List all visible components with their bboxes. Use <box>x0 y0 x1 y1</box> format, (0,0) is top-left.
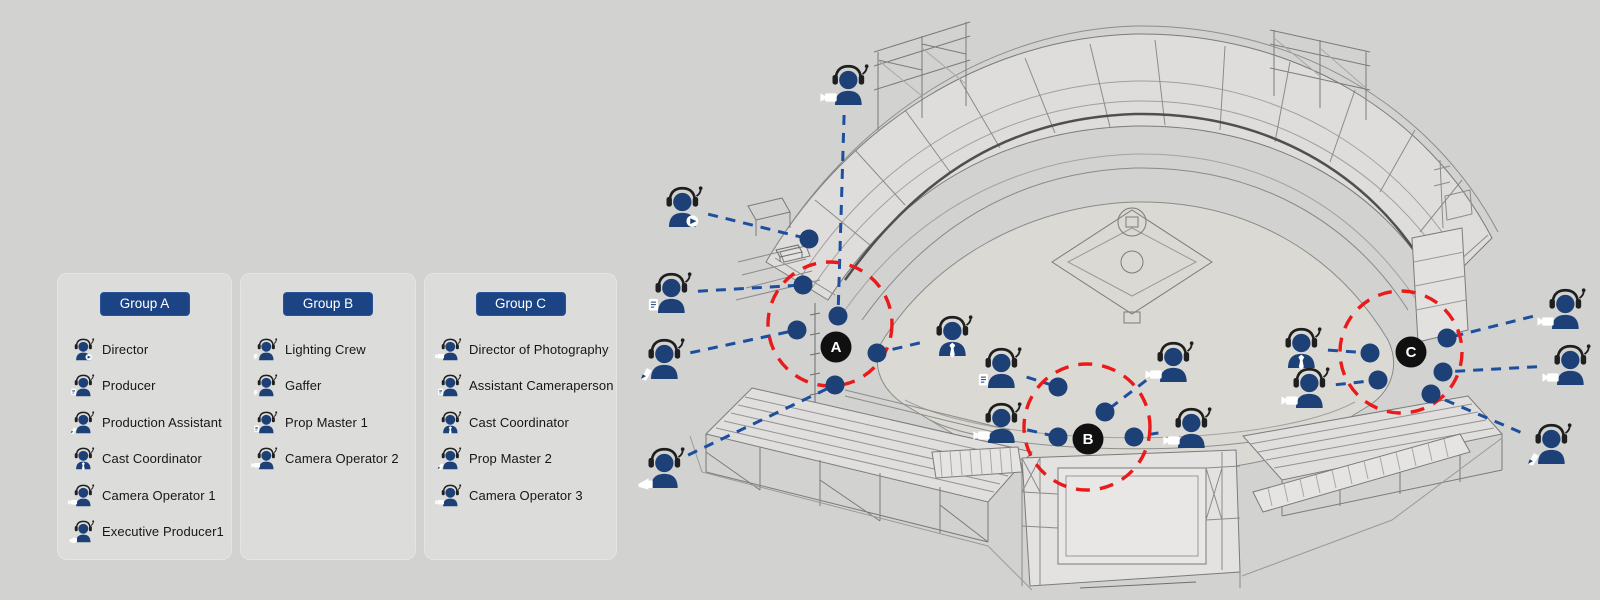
crew-position-dot-zone-A <box>825 375 845 395</box>
group-panel-c: Group C Director of Photography Assistan… <box>424 273 617 560</box>
group-member-row: Assistant Cameraperson <box>435 368 613 405</box>
crew-position-dot-zone-C <box>1437 328 1457 348</box>
group-member-row: Gaffer <box>251 368 412 405</box>
group-member-label: Prop Master 2 <box>469 451 552 467</box>
headset-flash-icon <box>251 371 278 400</box>
group-member-row: Cast Coordinator <box>435 404 613 441</box>
group-c-member-list: Director of Photography Assistant Camera… <box>424 331 617 514</box>
intercom-link-line <box>697 283 804 293</box>
intercom-link-line <box>707 212 810 241</box>
headset-clipboard-icon <box>68 371 95 400</box>
zone-A-label: A <box>831 339 842 356</box>
group-member-label: Cast Coordinator <box>469 414 569 430</box>
intercom-link-line <box>1335 378 1379 387</box>
headset-flash-icon <box>251 335 278 364</box>
crew-position-dot-zone-A <box>793 275 813 295</box>
group-member-row: Executive Producer1 <box>68 514 228 551</box>
headset-clipboard-icon <box>251 408 278 437</box>
headset-tie-icon <box>68 444 95 473</box>
headset-clipboard-icon <box>435 371 462 400</box>
zone-B-label: B <box>1083 431 1094 448</box>
group-member-label: Gaffer <box>285 378 322 394</box>
zone-C-label: C <box>1406 344 1417 361</box>
crew-position-dot-zone-C <box>1421 384 1441 404</box>
crew-position-dot-zone-B <box>1048 427 1068 447</box>
headset-pencil-icon <box>68 408 95 437</box>
group-member-label: Director of Photography <box>469 341 609 357</box>
group-member-row: Cast Coordinator <box>68 441 228 478</box>
group-c-button[interactable]: Group C <box>475 292 566 316</box>
crew-position-dot-zone-A <box>799 229 819 249</box>
intercom-link-line <box>690 328 798 355</box>
group-member-row: Camera Operator 3 <box>435 477 613 514</box>
headset-tie-icon <box>435 408 462 437</box>
crew-position-dot-zone-B <box>1095 402 1115 422</box>
headset-pencil-icon <box>435 444 462 473</box>
group-member-label: Cast Coordinator <box>102 451 202 467</box>
group-member-row: Lighting Crew <box>251 331 412 368</box>
group-member-row: Camera Operator 1 <box>68 477 228 514</box>
group-member-label: Producer <box>102 378 156 394</box>
group-member-label: Director <box>102 341 149 357</box>
group-member-label: Camera Operator 2 <box>285 451 399 467</box>
group-member-row: Director <box>68 331 228 368</box>
crew-position-dot-zone-C <box>1433 362 1453 382</box>
group-member-label: Camera Operator 3 <box>469 487 583 503</box>
intercom-link-line <box>836 114 846 317</box>
zone-A-badge <box>820 331 852 363</box>
group-member-row: Camera Operator 2 <box>251 441 412 478</box>
zone-A-circle <box>766 260 894 388</box>
headset-camera-icon <box>435 335 462 364</box>
group-member-row: Producer <box>68 368 228 405</box>
headset-camera-icon <box>68 481 95 510</box>
group-member-row: Prop Master 2 <box>435 441 613 478</box>
group-b-button[interactable]: Group B <box>283 292 373 316</box>
zone-B-circle <box>1022 362 1152 492</box>
crew-position-dot-zone-B <box>1048 377 1068 397</box>
intercom-link-line <box>1446 314 1534 340</box>
intercom-link-line <box>1327 348 1371 355</box>
group-a-button[interactable]: Group A <box>99 292 190 316</box>
crew-position-dot-zone-C <box>1368 370 1388 390</box>
group-member-row: Prop Master 1 <box>251 404 412 441</box>
group-member-label: Camera Operator 1 <box>102 487 216 503</box>
group-member-row: Director of Photography <box>435 331 613 368</box>
group-a-member-list: Director Producer Production Assistant C… <box>57 331 232 550</box>
zone-C-circle <box>1338 289 1464 415</box>
zone-C-badge <box>1395 336 1427 368</box>
crew-position-dot-zone-A <box>828 306 848 326</box>
group-member-row: Production Assistant <box>68 404 228 441</box>
zone-B-badge <box>1072 423 1104 455</box>
headset-camera-icon <box>251 444 278 473</box>
group-member-label: Production Assistant <box>102 414 222 430</box>
intercom-link-line <box>1442 365 1538 374</box>
intercom-link-line <box>1430 392 1522 434</box>
crew-position-dot-zone-C <box>1360 343 1380 363</box>
group-panel-a: Group A Director Producer Production Ass… <box>57 273 232 560</box>
crew-position-dot-zone-B <box>1124 427 1144 447</box>
intercom-link-line <box>687 383 836 457</box>
crew-position-dot-zone-A <box>867 343 887 363</box>
group-member-label: Assistant Cameraperson <box>469 378 614 394</box>
group-panel-b: Group B Lighting Crew Gaffer Prop Master… <box>240 273 416 560</box>
group-member-label: Prop Master 1 <box>285 414 368 430</box>
group-member-label: Lighting Crew <box>285 341 366 357</box>
group-b-member-list: Lighting Crew Gaffer Prop Master 1 Camer… <box>240 331 416 477</box>
headset-bullhorn-icon <box>68 517 95 546</box>
headset-play-icon <box>68 335 95 364</box>
group-member-label: Executive Producer1 <box>102 524 224 540</box>
headset-camera-icon <box>435 481 462 510</box>
crew-position-dot-zone-A <box>787 320 807 340</box>
